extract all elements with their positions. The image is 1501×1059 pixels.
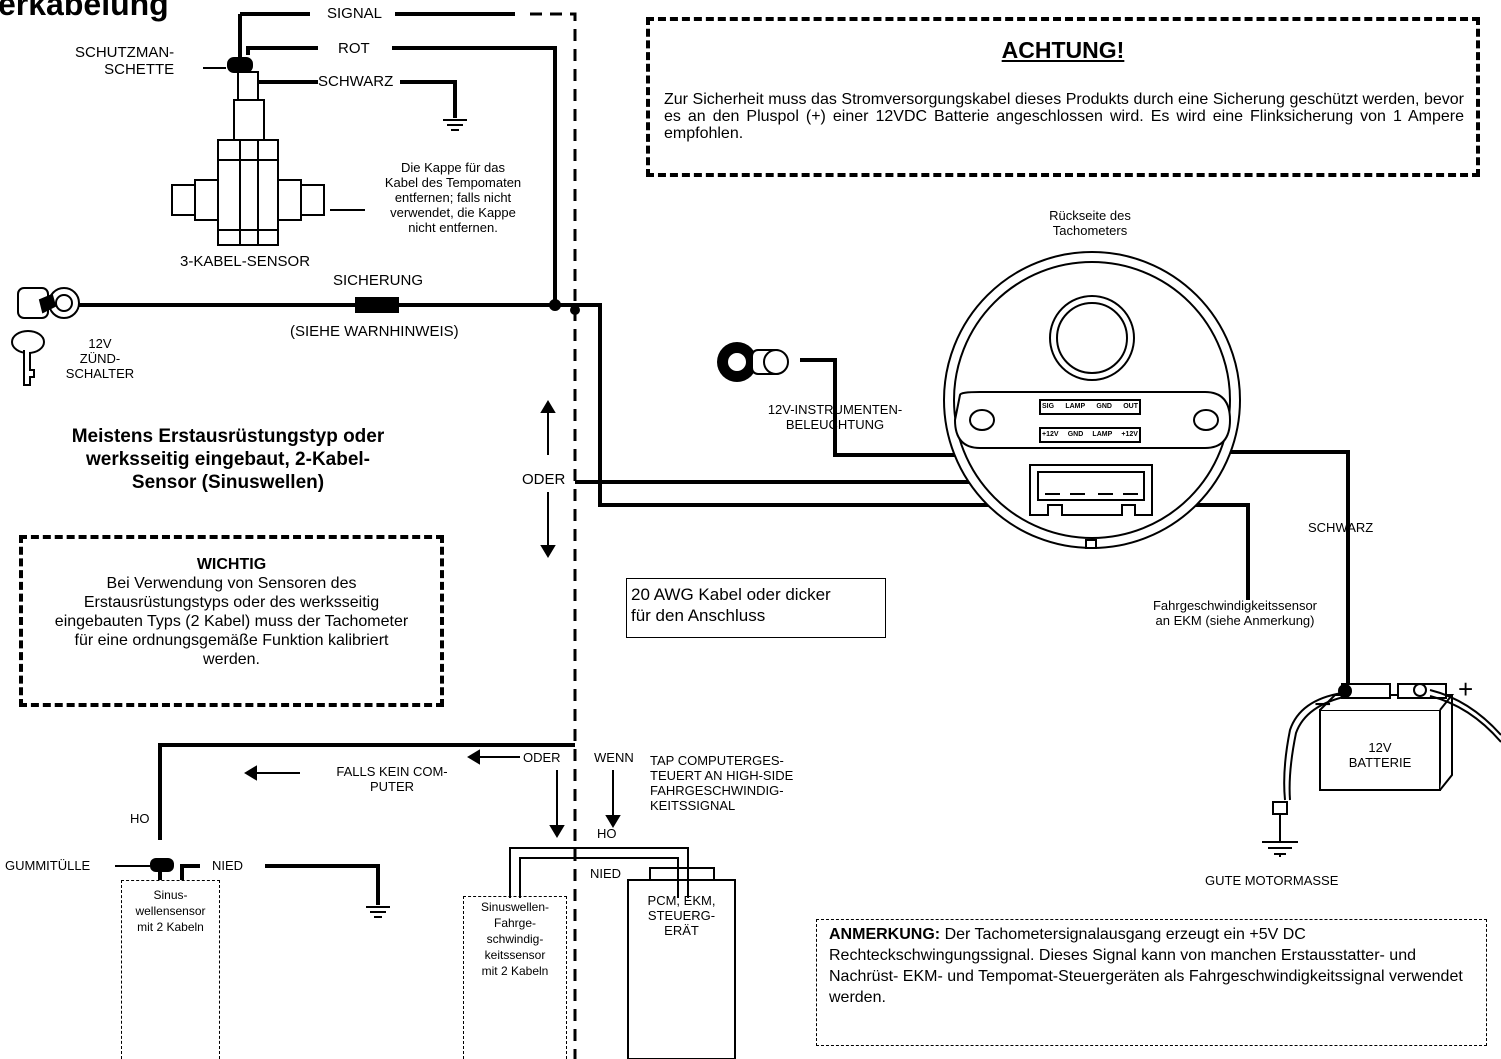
rueckseite-label: Rückseite des Tachometers [1049,208,1131,238]
rot-wire [246,46,557,305]
junction-dot-2 [570,305,580,315]
zuendschalter-label: 12V ZÜND- SCHALTER [65,336,135,381]
pin-lamp-b: LAMP [1092,431,1113,438]
ground-symbol-nied [366,906,390,918]
junction-dot [549,299,561,311]
meistens-heading: Meistens Erstausrüstungstyp oder werksse… [71,426,385,493]
warning-box: ACHTUNG! Zur Sicherheit muss das Stromve… [646,17,1480,177]
ho-right-label: HO [597,826,617,841]
warning-title: ACHTUNG! [1001,37,1125,63]
gute-motormasse-label: GUTE MOTORMASSE [1205,873,1339,888]
schwarz-label: SCHWARZ [318,73,394,90]
oder-mid-label: ODER [522,471,566,488]
oder-low-label: ODER [523,750,561,765]
battery-plus: + [1458,674,1474,704]
pin-lamp: LAMP [1065,403,1086,410]
schutzmanschette-label: SCHUTZMAN- SCHETTE [75,44,175,78]
pin-out: OUT [1123,403,1138,410]
warning-body: Zur Sicherheit muss das Stromversorgungs… [664,91,1464,142]
sinus-fahrgeschw-label: Sinuswellen- Fahrge- schwindig- keitssen… [480,900,550,978]
sensor-3kabel-label: 3-KABEL-SENSOR [180,253,311,270]
pins-bottom: +12V GND LAMP +12V [1042,431,1138,438]
pin-12v-a: +12V [1042,431,1059,438]
important-box: WICHTIG Bei Verwendung von Sensoren des … [19,535,444,707]
bulb-drawing [717,342,789,382]
pcm-label: PCM, EKM, STEUERG- ERÄT [647,893,716,938]
gummituelle-shape [150,858,174,872]
note-box: ANMERKUNG: Der Tachometersignalausgang e… [816,919,1487,1046]
sensor-3kabel-drawing [171,57,325,246]
rot-label: ROT [338,40,370,57]
wenn-label: WENN [594,750,634,765]
note-body: Der Tachometersignalausgang erzeugt ein … [829,926,1463,1006]
ho-left-label: HO [130,811,150,826]
ignition-key-drawing [11,287,80,386]
tap-note: TAP COMPUTERGES- TEUERT AN HIGH-SIDE FAH… [650,753,794,813]
fahrgeschw-ekm-label: Fahrgeschwindigkeitssensor an EKM (siehe… [1152,598,1318,628]
ground-symbol-motor [1262,841,1298,857]
battery-drawing [1319,683,1455,791]
gummituelle-label: GUMMITÜLLE [5,858,91,873]
battery-minus: − [1314,688,1332,721]
pins-top: SIG LAMP GND OUT [1042,403,1138,410]
nied-wire-left [180,864,380,905]
pin-sig: SIG [1042,403,1055,410]
sinus-sensor-label: Sinus- wellensensor mit 2 Kabeln [135,888,206,934]
ho-wire-left [158,743,575,840]
nied-right-label: NIED [590,866,622,881]
siehe-warnhinweis-label: (SIEHE WARNHINWEIS) [290,323,459,340]
sinus-fahrgeschw-box: Sinuswellen- Fahrge- schwindig- keitssen… [463,896,567,1059]
kappe-note: Die Kappe für das Kabel des Tempomaten e… [384,160,522,235]
falls-kein-computer-label: FALLS KEIN COM- PUTER [336,764,448,794]
important-body: Bei Verwendung von Sensoren des Erstausr… [54,575,409,668]
pin-gnd: GND [1096,403,1112,410]
awg-box: 20 AWG Kabel oder dicker für den Anschlu… [626,578,886,638]
nied-left-label: NIED [212,858,244,873]
awg-text: 20 AWG Kabel oder dicker für den Anschlu… [631,585,831,625]
signal-label: SIGNAL [327,5,383,22]
dashed-separator [530,12,577,1059]
sinus-sensor-box: Sinus- wellensensor mit 2 Kabeln [121,880,220,1059]
sicherung-label: SICHERUNG [333,272,424,289]
important-title: WICHTIG [196,556,267,573]
pin-12v-b: +12V [1121,431,1138,438]
tachometer-rear-drawing [943,251,1241,549]
note-label: ANMERKUNG: [829,926,941,943]
fuse [355,297,399,313]
instrumenten-label: 12V-INSTRUMENTEN- BELEUCHTUNG [767,402,903,432]
ground-symbol-top [443,119,467,131]
batterie-label: 12V BATTERIE [1348,740,1412,770]
page-title: erkabelung [0,0,169,22]
schwarz-right-label: SCHWARZ [1308,520,1374,535]
pin-gnd-b: GND [1067,431,1084,438]
signal-wire [238,12,515,60]
